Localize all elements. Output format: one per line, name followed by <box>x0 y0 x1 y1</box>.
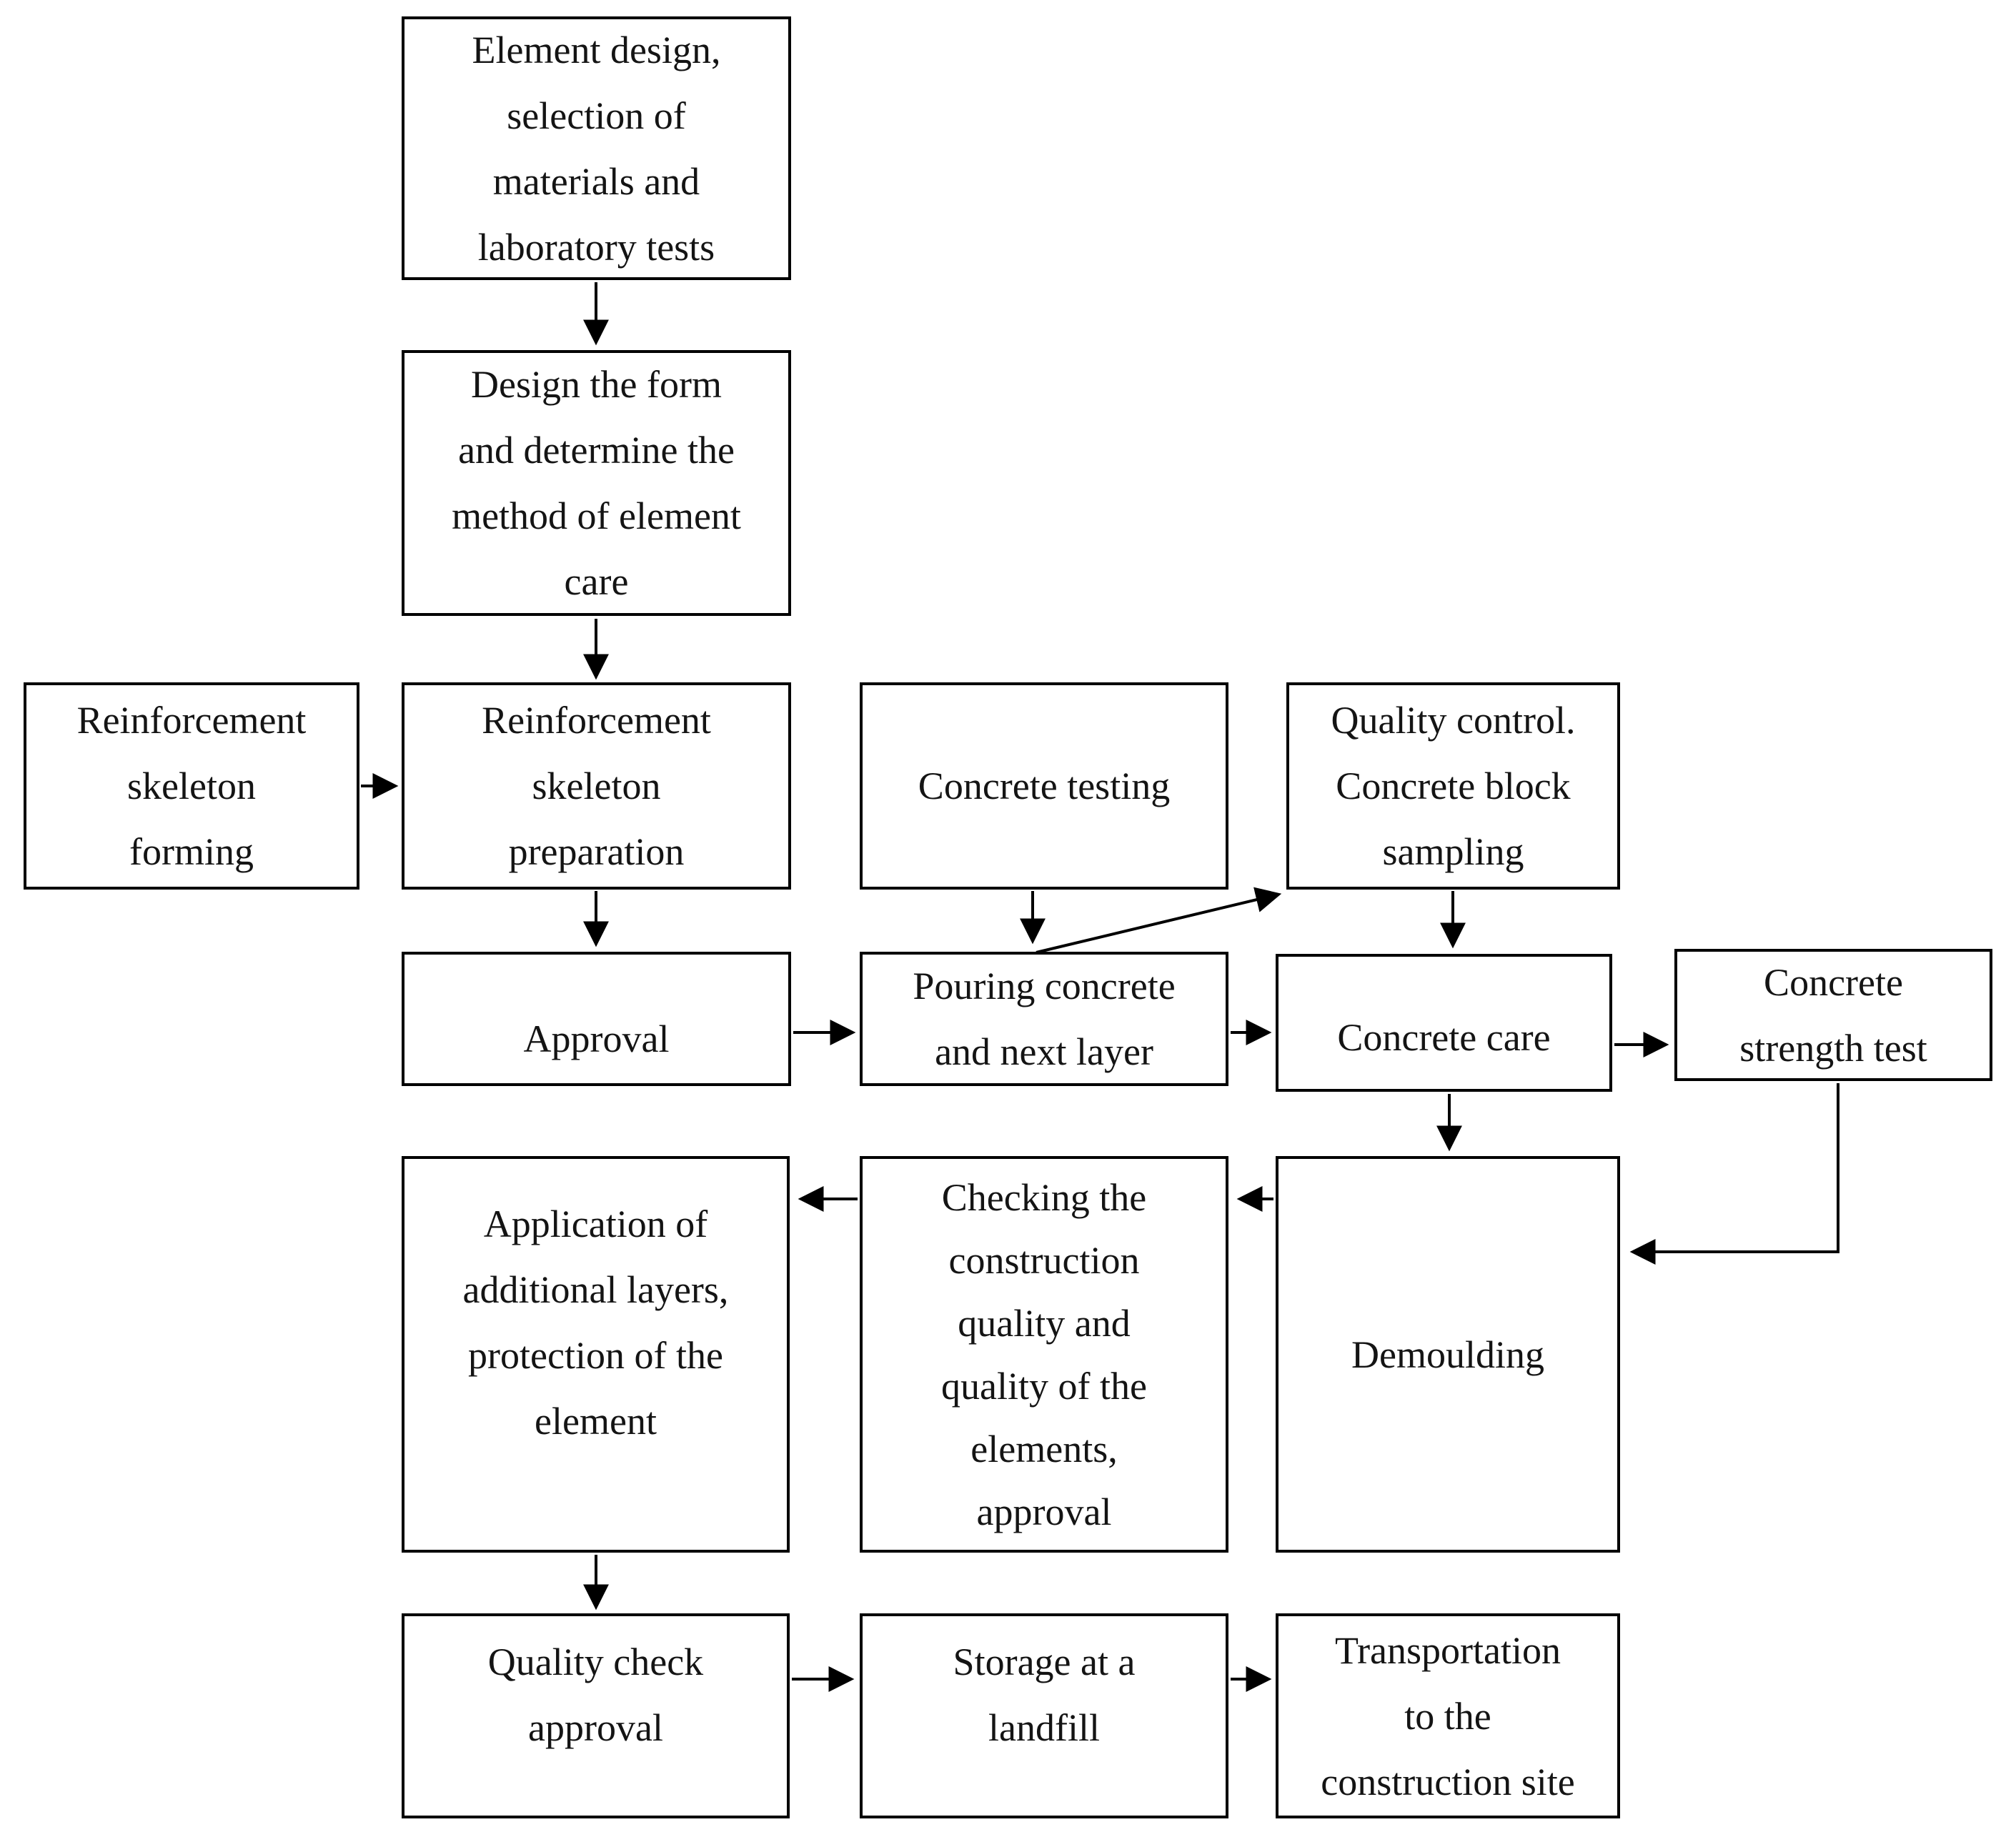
node-line: method of element <box>452 494 741 537</box>
node-line: Application of <box>483 1202 708 1245</box>
node-approval: Approval <box>402 952 791 1086</box>
node-line: and determine the <box>458 429 735 472</box>
node-line: elements, <box>970 1427 1118 1470</box>
node-line: Quality control. <box>1331 699 1576 742</box>
node-line: strength test <box>1739 1026 1927 1070</box>
node-line: Concrete block <box>1336 765 1571 807</box>
node-line: additional layers, <box>462 1268 729 1311</box>
node-line: Pouring concrete <box>913 965 1176 1007</box>
node-line: Approval <box>523 1017 670 1060</box>
node-concrete-strength-test: Concrete strength test <box>1674 949 1992 1081</box>
node-line: Quality check <box>487 1640 704 1683</box>
node-line: Concrete care <box>1337 1015 1551 1059</box>
node-line: materials and <box>492 159 700 203</box>
node-line: Element design, <box>472 28 721 71</box>
arrow-pouring-to-quality-control-diagonal <box>1036 887 1282 954</box>
node-line: preparation <box>508 830 685 873</box>
node-line: and next layer <box>935 1030 1153 1073</box>
arrow-strength-test-to-demoulding <box>1629 1083 1839 1265</box>
node-line: protection of the <box>468 1333 723 1377</box>
node-pouring-concrete: Pouring concrete and next layer <box>860 952 1228 1086</box>
node-line: Reinforcement <box>76 699 307 742</box>
node-line: skeleton <box>532 765 661 807</box>
node-line: quality of the <box>941 1364 1147 1408</box>
node-skeleton-forming: Reinforcement skeleton forming <box>24 682 359 890</box>
node-line: approval <box>528 1706 663 1749</box>
node-line: selection of <box>507 94 686 137</box>
node-line: Demoulding <box>1351 1333 1544 1376</box>
node-quality-check-approval: Quality check approval <box>402 1613 790 1818</box>
node-concrete-testing: Concrete testing <box>860 682 1228 890</box>
node-demoulding: Demoulding <box>1276 1156 1620 1553</box>
node-quality-control: Quality control. Concrete block sampling <box>1286 682 1620 890</box>
node-transportation: Transportation to the construction site <box>1276 1613 1620 1818</box>
node-line: forming <box>129 830 254 873</box>
node-line: laboratory tests <box>477 225 715 269</box>
node-storage-landfill: Storage at a landfill <box>860 1613 1228 1818</box>
node-line: construction <box>948 1238 1140 1282</box>
node-line: Reinforcement <box>482 699 711 742</box>
node-design-form: Design the form and determine the method… <box>402 350 791 616</box>
node-line: Storage at a <box>953 1640 1136 1683</box>
node-line: care <box>564 560 629 603</box>
node-line: Transportation <box>1334 1628 1561 1672</box>
node-line: approval <box>976 1490 1112 1533</box>
node-line: construction site <box>1321 1760 1575 1803</box>
node-line: to the <box>1404 1694 1491 1738</box>
node-additional-layers: Application of additional layers, protec… <box>402 1156 790 1553</box>
node-line: quality and <box>958 1301 1131 1345</box>
node-line: element <box>535 1399 657 1443</box>
node-line: skeleton <box>127 765 256 807</box>
node-element-design: Element design, selection of materials a… <box>402 16 791 280</box>
node-line: Checking the <box>941 1175 1147 1219</box>
node-line: Concrete testing <box>918 765 1171 807</box>
node-line: landfill <box>988 1706 1100 1749</box>
node-concrete-care: Concrete care <box>1276 954 1612 1092</box>
node-skeleton-preparation: Reinforcement skeleton preparation <box>402 682 791 890</box>
node-checking-quality: Checking the construction quality and qu… <box>860 1156 1228 1553</box>
node-line: sampling <box>1382 830 1524 873</box>
node-line: Design the form <box>471 363 722 406</box>
node-line: Concrete <box>1764 960 1903 1004</box>
